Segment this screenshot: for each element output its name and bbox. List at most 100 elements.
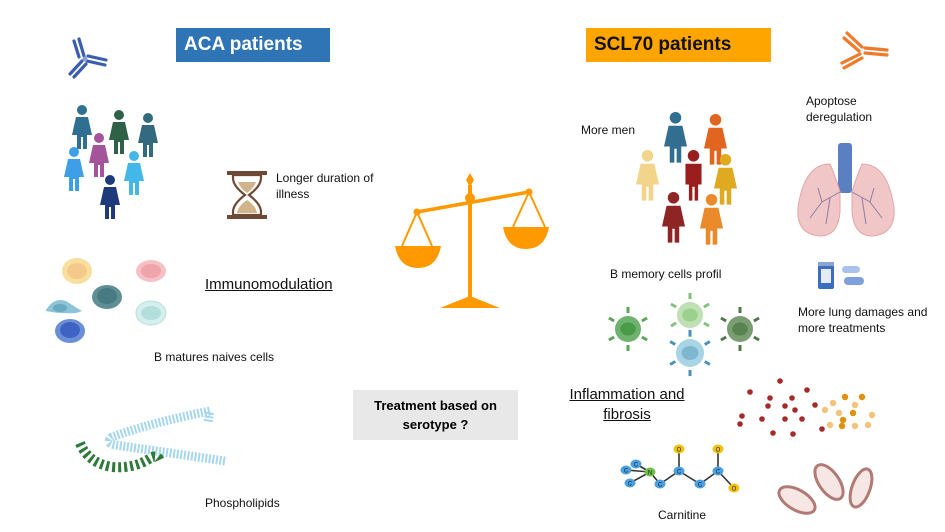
pills-icon — [818, 262, 864, 289]
particle-dot — [868, 411, 876, 419]
immunomodulation-label: Immunomodulation — [205, 276, 333, 293]
particles-icon — [737, 378, 876, 437]
atom: C — [712, 466, 724, 476]
b-matures-naives-cells-label: B matures naives cells — [154, 350, 275, 364]
apoptose-line2: deregulation — [806, 110, 873, 124]
particle-dot — [812, 402, 818, 408]
phospholipid-chain-icon — [75, 405, 226, 473]
svg-text:C: C — [628, 482, 633, 488]
particle-dot — [790, 431, 796, 437]
apoptose-deregulation-label: Apoptose deregulation — [806, 93, 872, 125]
particle-dot — [759, 416, 765, 422]
atom: C — [654, 479, 666, 489]
b-memory-cells-label: B memory cells profil — [610, 267, 722, 281]
atom: O — [712, 444, 724, 454]
particle-dot — [804, 387, 810, 393]
particle-dot — [789, 395, 795, 401]
person-figure — [72, 105, 92, 149]
person-figure — [124, 151, 144, 195]
immune-cell — [720, 307, 760, 351]
person-figure — [109, 110, 129, 154]
particle-dot — [765, 403, 771, 409]
treatment-line1: Treatment based on — [374, 398, 497, 413]
antibody-icon — [68, 37, 108, 79]
immune-cell — [669, 330, 711, 376]
particle-dot — [864, 421, 872, 429]
mixed-group-icon — [636, 112, 737, 245]
particle-dot — [819, 426, 825, 432]
particle-dot — [792, 407, 798, 413]
balance-scale-icon — [395, 173, 549, 308]
svg-text:C: C — [716, 470, 721, 476]
treatment-line2: serotype ? — [402, 417, 469, 432]
svg-text:C: C — [634, 463, 639, 469]
person-figure — [685, 150, 702, 201]
particle-dot — [851, 401, 859, 409]
inflammation-fibrosis-label: Inflammation and fibrosis — [563, 385, 691, 425]
particle-dot — [858, 393, 866, 401]
longer-duration-line1: Longer duration of — [276, 171, 374, 185]
svg-text:C: C — [624, 469, 629, 475]
antibody-icon — [840, 31, 889, 70]
particle-dot — [770, 430, 776, 436]
svg-text:C: C — [658, 483, 663, 489]
atom: C — [620, 465, 632, 475]
particle-dot — [739, 413, 745, 419]
longer-duration-line2: illness — [276, 187, 310, 201]
svg-text:C: C — [698, 483, 703, 489]
person-figure — [100, 175, 120, 219]
immune-cells-icon — [608, 293, 760, 376]
person-figure — [662, 192, 685, 243]
particle-dot — [821, 406, 829, 414]
longer-duration-label: Longer duration of illness — [276, 170, 373, 202]
particle-dot — [826, 421, 834, 429]
lung-damages-line1: More lung damages and — [798, 305, 928, 319]
more-men-label: More men — [581, 123, 636, 137]
inflammation-line1: Inflammation and — [569, 386, 685, 403]
treatment-serotype-box: Treatment based on serotype ? — [353, 390, 518, 440]
atom: O — [728, 483, 740, 493]
atom: C — [673, 466, 685, 476]
aca-patients-header: ACA patients — [176, 28, 330, 62]
person-figure — [138, 113, 158, 157]
particle-dot — [851, 422, 859, 430]
person-figure — [714, 154, 737, 205]
phospholipids-label: Phospholipids — [205, 496, 280, 510]
b-cells-icon — [46, 258, 167, 343]
person-figure — [704, 114, 727, 165]
inflammation-line2: fibrosis — [603, 406, 651, 423]
particle-dot — [777, 378, 783, 384]
scl70-patients-header: SCL70 patients — [586, 28, 771, 62]
lungs-icon — [797, 143, 895, 237]
svg-text:O: O — [716, 448, 721, 454]
svg-text:C: C — [677, 470, 682, 476]
particle-dot — [782, 416, 788, 422]
particle-dot — [829, 399, 837, 407]
atom: C — [694, 479, 706, 489]
carnitine-label: Carnitine — [658, 508, 707, 522]
person-figure — [664, 112, 687, 163]
atom: N — [644, 467, 656, 477]
particle-dot — [782, 403, 788, 409]
hourglass-icon — [227, 171, 267, 219]
particle-dot — [835, 409, 843, 417]
lung-damages-line2: more treatments — [798, 321, 886, 335]
person-figure — [636, 150, 659, 201]
atom: C — [624, 478, 636, 488]
svg-text:N: N — [648, 471, 652, 477]
person-figure — [64, 147, 84, 191]
particle-dot — [747, 389, 753, 395]
svg-text:O: O — [677, 448, 682, 454]
mitochondria-icon — [777, 463, 874, 515]
women-group-icon — [64, 105, 158, 219]
particle-dot — [841, 393, 849, 401]
particle-dot — [799, 416, 805, 422]
person-figure — [89, 133, 109, 177]
particle-dot — [849, 409, 857, 417]
atom: O — [673, 444, 685, 454]
svg-text:O: O — [732, 487, 737, 493]
apoptose-line1: Apoptose — [806, 94, 857, 108]
person-figure — [700, 194, 723, 245]
